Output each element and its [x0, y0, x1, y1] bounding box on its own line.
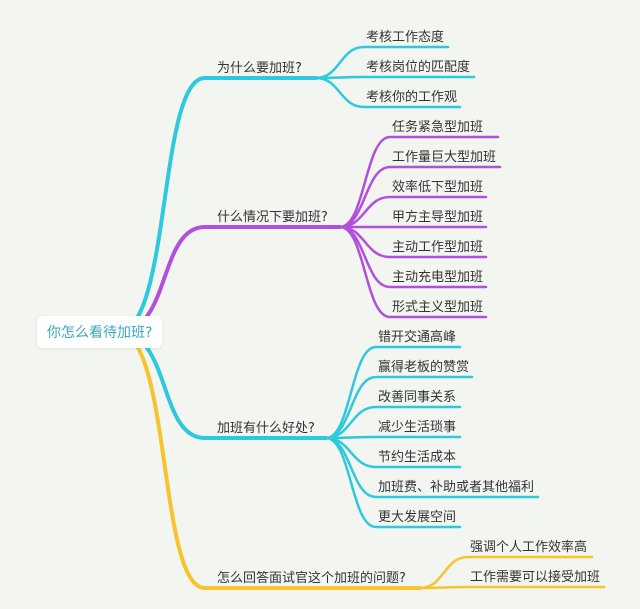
leaf-connector: [324, 435, 462, 440]
leaf-connector: [418, 585, 606, 590]
leaf-label[interactable]: 工作量巨大型加班: [392, 150, 497, 165]
leaf-label[interactable]: 考核岗位的匹配度: [366, 60, 471, 75]
branch-label[interactable]: 为什么要加班?: [217, 61, 302, 76]
leaf-connector: [324, 345, 462, 440]
leaf-connector: [338, 165, 502, 229]
leaf-label[interactable]: 甲方主导型加班: [392, 210, 484, 225]
leaf-label[interactable]: 强调个人工作效率高: [470, 540, 588, 555]
branch-connector: [116, 330, 422, 590]
leaf-label[interactable]: 形式主义型加班: [392, 300, 484, 315]
branch-label[interactable]: 怎么回答面试官这个加班的问题?: [217, 571, 406, 586]
leaf-label[interactable]: 效率低下型加班: [392, 180, 484, 195]
branch-connector: [116, 76, 318, 334]
leaf-label[interactable]: 任务紧急型加班: [392, 120, 484, 135]
leaf-connector: [338, 135, 500, 229]
leaf-label[interactable]: 工作需要可以接受加班: [470, 570, 601, 585]
leaf-label[interactable]: 错开交通高峰: [378, 330, 457, 345]
leaf-label[interactable]: 节约生活成本: [378, 450, 457, 465]
leaf-connector: [314, 76, 462, 109]
leaf-label[interactable]: 赢得老板的赞赏: [378, 360, 470, 375]
leaf-label[interactable]: 主动充电型加班: [392, 270, 484, 285]
leaf-connector: [338, 225, 488, 319]
root-node[interactable]: 你怎么看待加班?: [37, 316, 163, 348]
leaf-label[interactable]: 考核你的工作观: [366, 90, 458, 105]
leaf-label[interactable]: 减少生活琐事: [378, 420, 457, 435]
leaf-label[interactable]: 更大发展空间: [378, 510, 457, 525]
leaf-label[interactable]: 加班费、补助或者其他福利: [378, 480, 535, 495]
branch-label[interactable]: 加班有什么好处?: [217, 421, 315, 436]
leaf-connector: [324, 436, 462, 529]
leaf-label[interactable]: 改善同事关系: [378, 390, 457, 405]
leaf-label[interactable]: 主动工作型加班: [392, 240, 484, 255]
leaf-label[interactable]: 考核工作态度: [366, 30, 445, 45]
leaf-connector: [314, 75, 476, 80]
leaf-connector: [324, 375, 474, 440]
branch-label[interactable]: 什么情况下要加班?: [217, 210, 328, 225]
